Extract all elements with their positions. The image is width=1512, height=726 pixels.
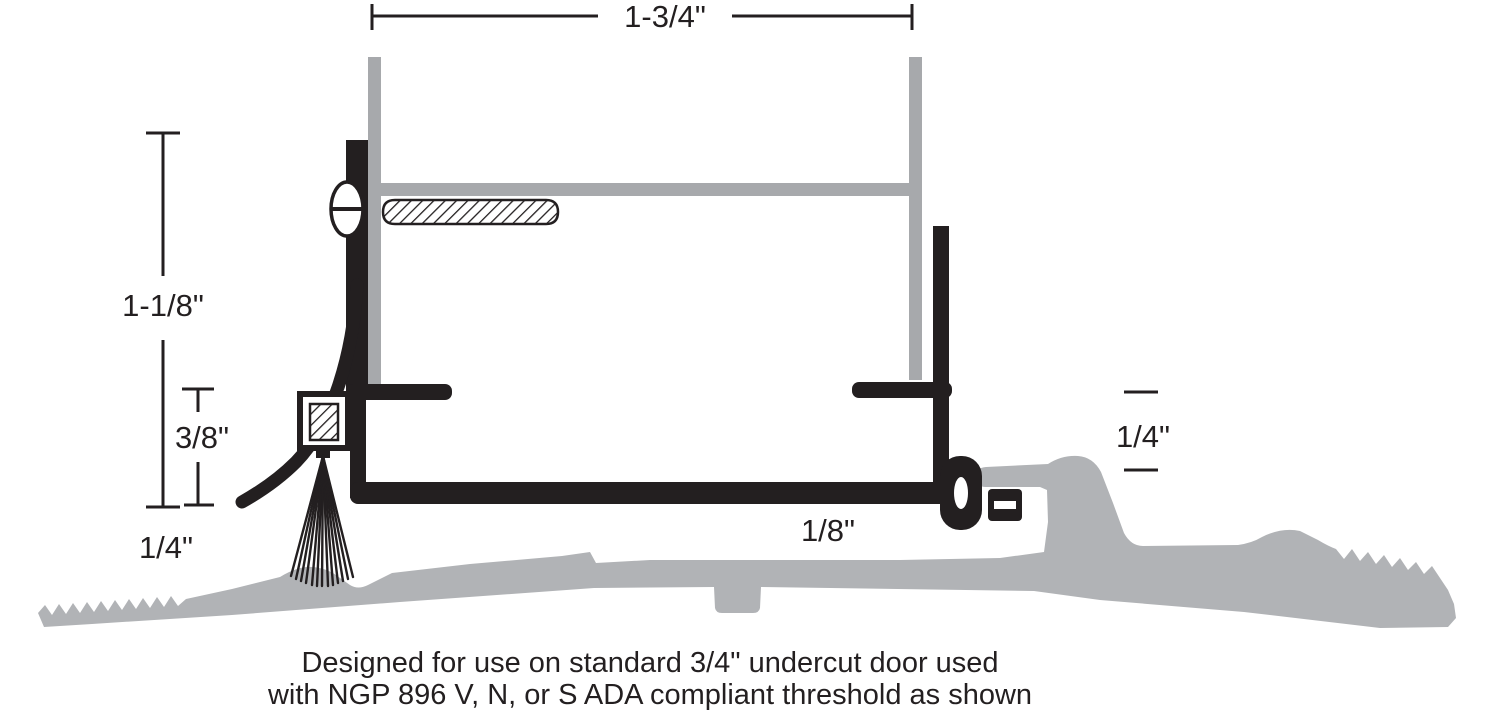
anchor-slot <box>994 501 1016 509</box>
screw-shank <box>381 198 560 226</box>
caption-line-1: Designed for use on standard 3/4" underc… <box>301 647 998 679</box>
dim-channel-height: 3/8" <box>175 387 229 507</box>
caption-line-2: with NGP 896 V, N, or S ADA compliant th… <box>267 679 1032 711</box>
dim-label-undercut-gap: 1/8" <box>801 513 855 548</box>
brush-clamp <box>308 402 340 442</box>
door-face-right <box>909 57 922 380</box>
brush-assembly <box>289 391 355 588</box>
dim-label-threshold-rise: 1/4" <box>1116 419 1170 454</box>
dim-label-fin-clearance: 1/4" <box>139 530 193 565</box>
door-panel <box>368 57 922 387</box>
channel-lip-right <box>852 382 952 398</box>
mounting-screw <box>329 180 560 238</box>
dim-threshold-rise: 1/4" <box>1116 390 1170 472</box>
channel-lip-left <box>346 384 452 400</box>
pivot-slot <box>954 477 968 509</box>
channel-bottom-bar <box>350 482 954 504</box>
threshold-interlock <box>940 456 1022 530</box>
threshold-shape <box>38 455 1456 628</box>
dim-top-width: 1-3/4" <box>370 0 914 34</box>
dim-door-bottom-height: 1-1/8" <box>122 131 204 509</box>
channel-wall-left <box>350 386 366 498</box>
door-bottom-rail <box>368 183 922 196</box>
dim-label-channel-height: 3/8" <box>175 420 229 455</box>
brush-nozzle <box>316 448 330 458</box>
threshold-profile <box>38 455 1456 628</box>
door-face-left <box>368 57 381 387</box>
dim-label-door-bottom-height: 1-1/8" <box>122 288 204 323</box>
channel-wall-right <box>933 226 949 494</box>
brush-fibers <box>289 454 355 588</box>
caption: Designed for use on standard 3/4" underc… <box>267 647 1032 711</box>
dim-label-top-width: 1-3/4" <box>624 0 706 34</box>
